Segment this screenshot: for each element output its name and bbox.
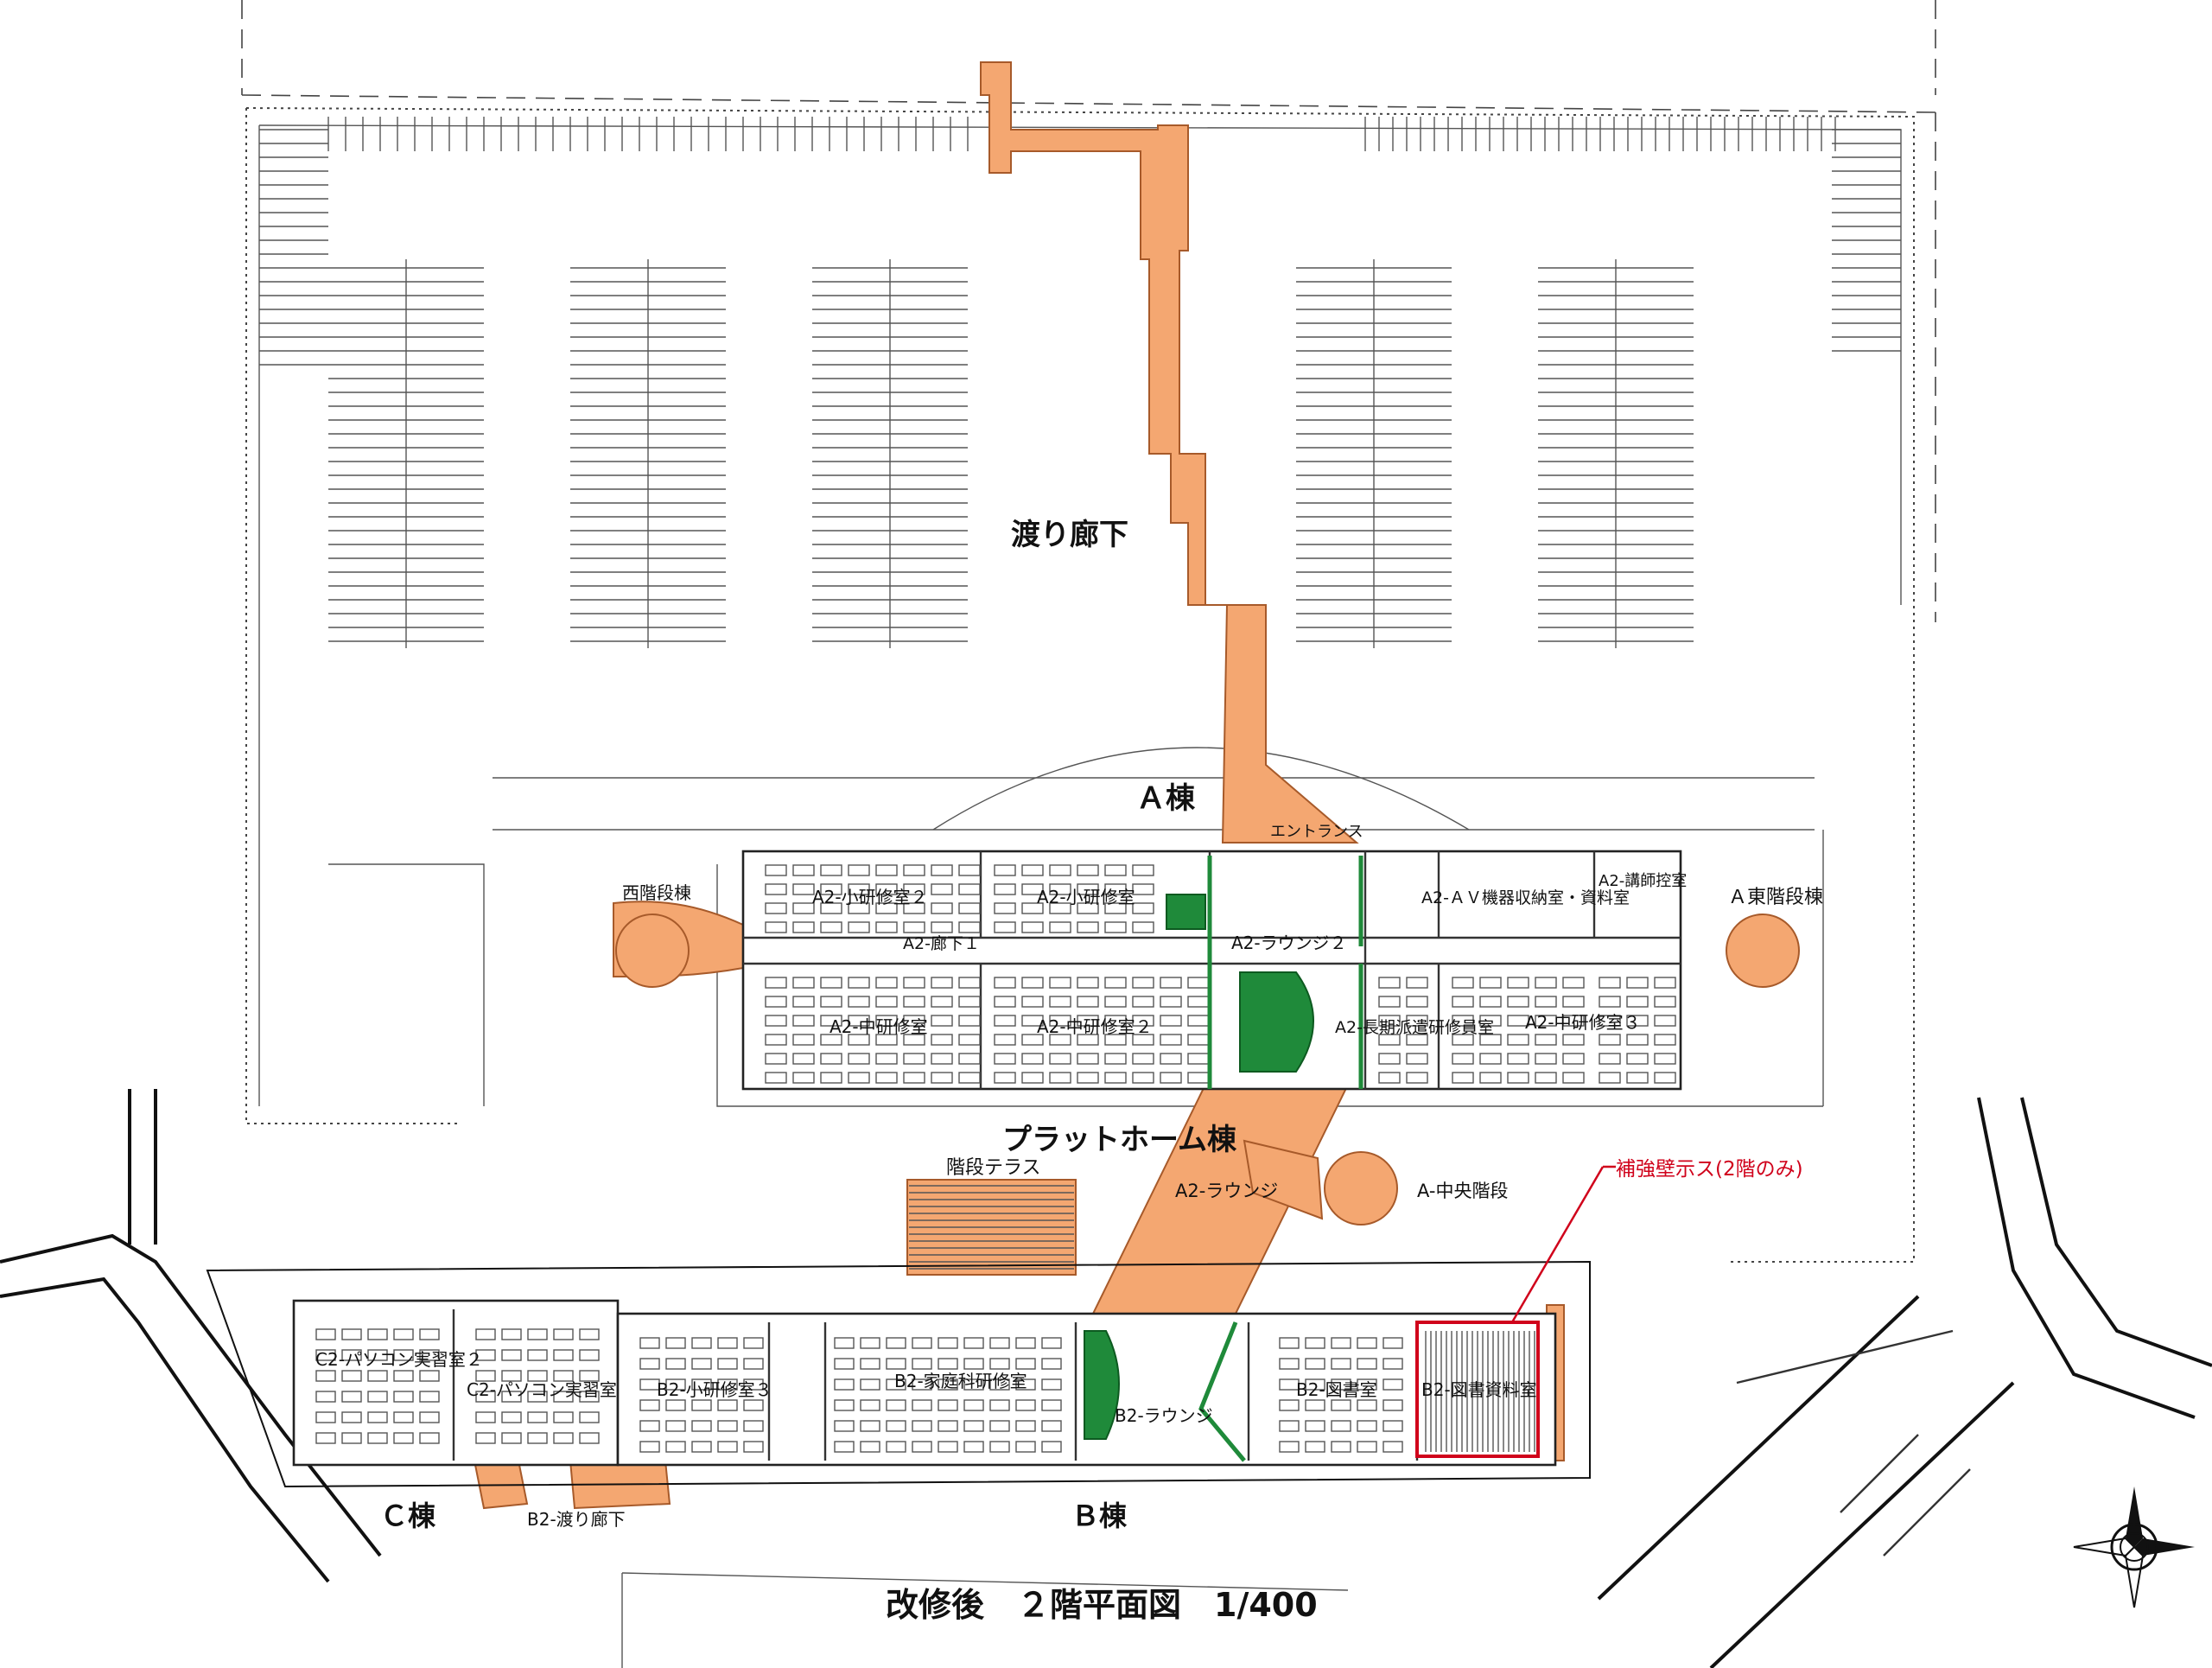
parking-stalls [259,117,1901,648]
room-c2-pc: C2-パソコン実習室 [467,1379,617,1400]
room-b2-home: B2-家庭科研修室 [894,1371,1027,1391]
a-building-label: Ａ棟 [1136,781,1196,816]
north-arrow-compass-icon [2073,1487,2195,1608]
room-b2-library: B2-図書室 [1296,1379,1377,1400]
room-b2-lounge: B2-ラウンジ [1115,1405,1213,1426]
corridor-label: 渡り廊下 [1011,518,1128,552]
room-a2-small2: A2-小研修室２ [812,887,928,907]
room-b2-small3: B2-小研修室３ [657,1379,772,1400]
room-a2-lecturer: A2-講師控室 [1599,872,1687,890]
room-a2-hall1: A2-廊下１ [903,934,980,953]
platform-building-label: プラットホーム棟 [1002,1123,1237,1157]
terrace-steps [909,1185,1074,1270]
room-a2-lounge2: A2-ラウンジ２ [1231,933,1347,953]
room-a2-small: A2-小研修室 [1037,887,1135,907]
desk-array [765,864,1676,1084]
b-c-buildings [206,1260,1591,1488]
entrance-label: エントランス [1270,823,1363,841]
b2-corridor-label: B2-渡り廊下 [527,1509,626,1530]
a-center-stair-label: A-中央階段 [1417,1181,1508,1201]
room-a2-lounge: A2-ラウンジ [1175,1181,1278,1201]
room-a2-mid2: A2-中研修室２ [1037,1016,1153,1037]
room-b2-stacks: B2-図書資料室 [1421,1379,1537,1400]
stair-terrace-label: 階段テラス [946,1157,1041,1179]
desk-array [315,1328,1535,1453]
drawing-title: 改修後 ２階平面図 1/400 [886,1586,1318,1624]
room-c2-pc2: C2-パソコン実習室２ [315,1349,483,1370]
a-building [741,850,1682,1091]
parking-area [245,107,1915,1263]
site-boundary [241,0,1936,622]
b-building-label: Ｂ棟 [1071,1499,1128,1532]
roads [0,1089,2212,1668]
room-a2-mid3: A2-中研修室３ [1525,1012,1641,1033]
room-a2-longterm: A2-長期派遣研修員室 [1335,1018,1494,1037]
room-a2-storage: A2-ＡＶ機器収納室・資料室 [1421,888,1630,907]
reinforcement-note: 補強壁示ス(2階のみ) [1616,1158,1803,1181]
west-stair-label: 西階段棟 [622,882,691,903]
c-building-label: Ｃ棟 [380,1499,436,1532]
room-a2-mid1: A2-中研修室 [830,1016,928,1037]
east-stair-label: Ａ東階段棟 [1728,887,1823,908]
